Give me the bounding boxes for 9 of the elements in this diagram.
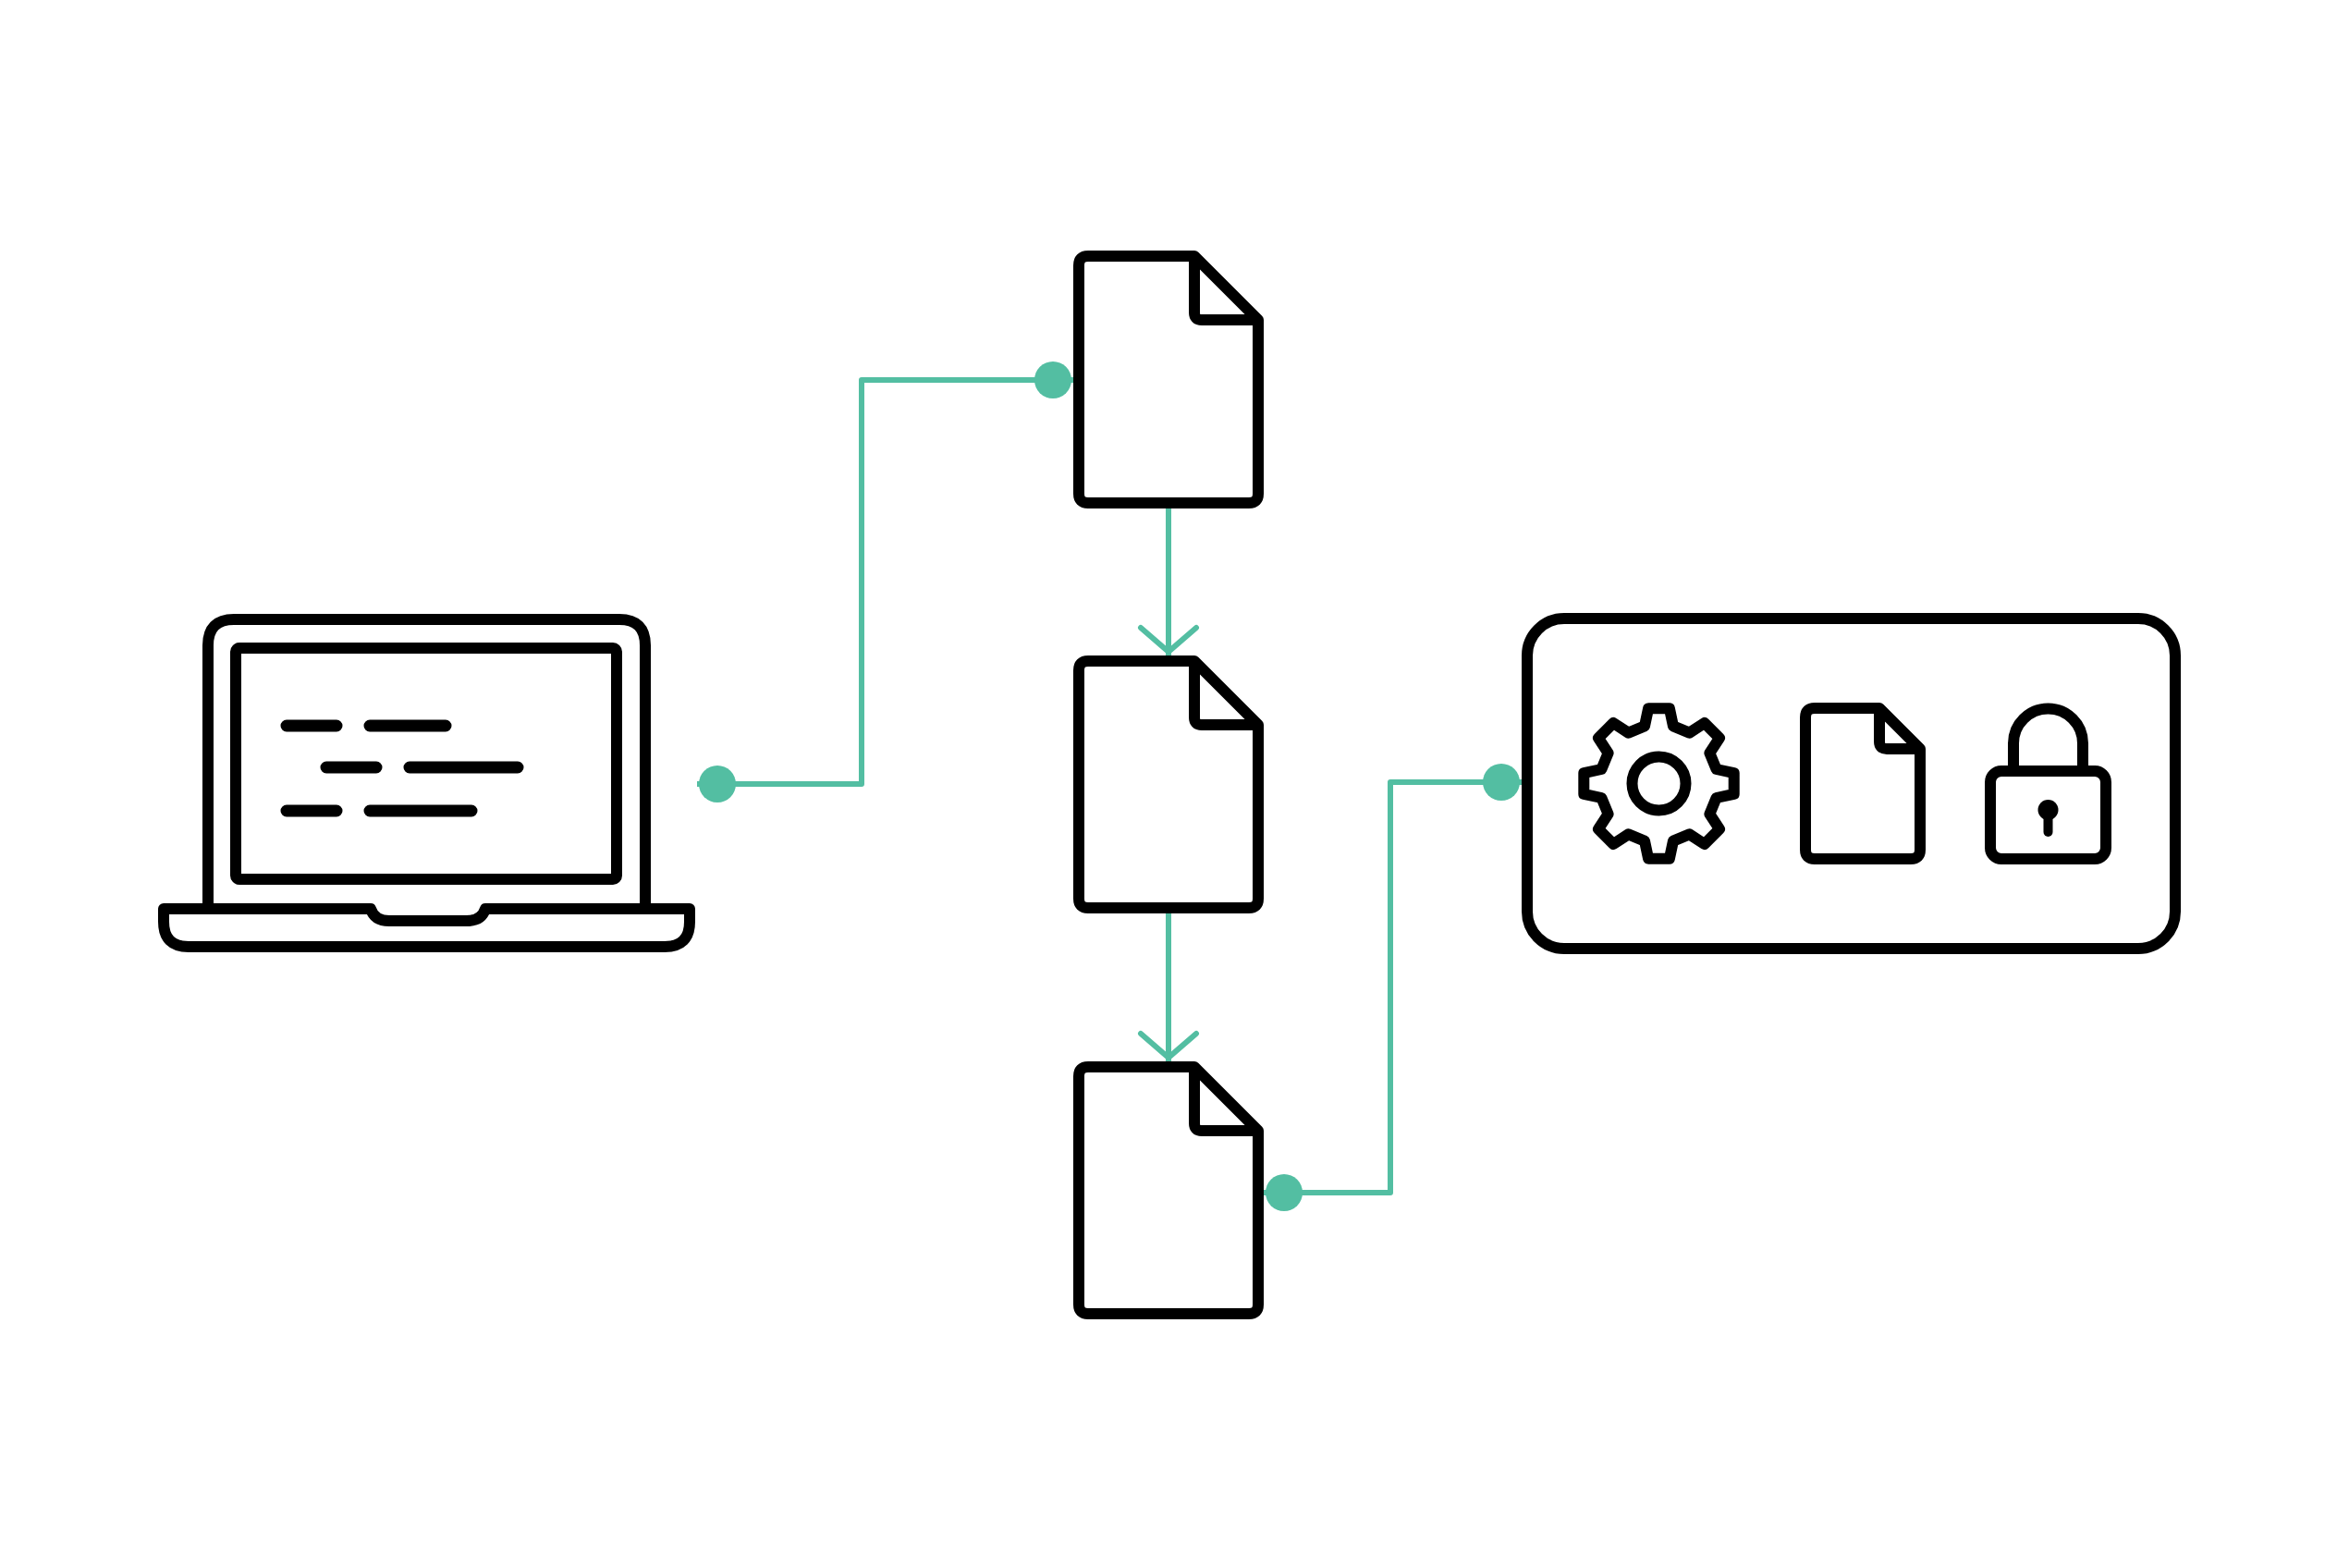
document-shape (1073, 251, 1264, 508)
arrow (1138, 913, 1199, 1061)
laptop-illustration (156, 611, 697, 953)
connector-line (697, 361, 1073, 802)
arrow (1138, 508, 1199, 655)
rounded-panel (1522, 613, 2181, 954)
document-shape (1073, 655, 1264, 913)
document-shape (1073, 1061, 1264, 1319)
connector-line (1264, 764, 1522, 1211)
